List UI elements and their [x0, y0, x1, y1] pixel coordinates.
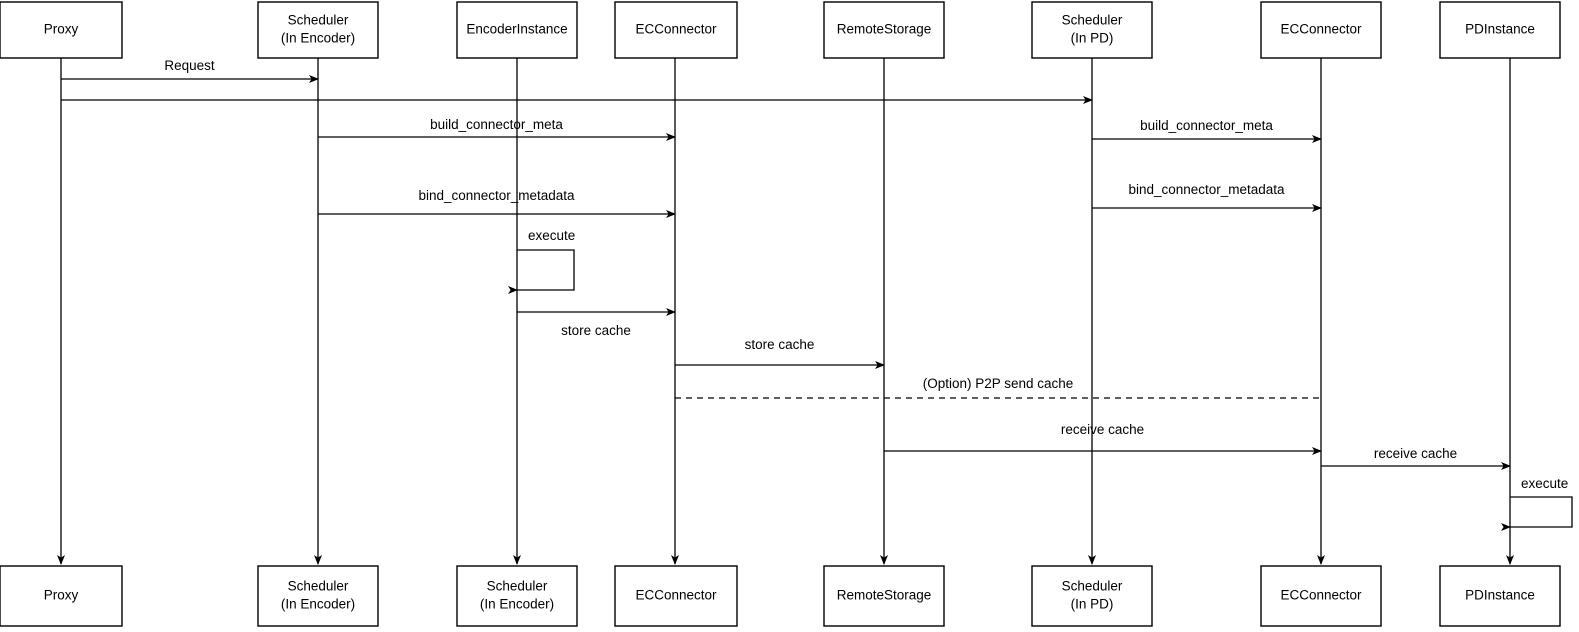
message-m10[interactable]: receive cache — [884, 422, 1322, 455]
message-label-m6: bind_connector_metadata — [1128, 182, 1285, 197]
participant-box-encoder_inst — [456, 1, 578, 59]
participant-bottom-encoder_inst[interactable]: Scheduler (In Encoder) — [456, 565, 578, 627]
self-message-path-s2 — [1501, 496, 1573, 531]
message-label-m5: bind_connector_metadata — [418, 188, 575, 203]
message-label-m4: build_connector_meta — [1140, 118, 1273, 133]
participant-bottom-proxy[interactable]: Proxy — [0, 565, 123, 627]
participant-box-ecc_pd — [1260, 1, 1382, 59]
lifelines-layer — [57, 58, 1514, 565]
message-m6[interactable]: bind_connector_metadata — [1092, 182, 1322, 212]
participant-box-pd_inst — [1439, 565, 1561, 627]
participant-box-proxy — [0, 1, 123, 59]
message-label-m9: (Option) P2P send cache — [923, 376, 1074, 391]
participant-top-ecc_enc[interactable]: ECConnector — [614, 1, 738, 59]
self-message-s2[interactable]: execute — [1501, 476, 1573, 531]
message-label-m1: Request — [164, 58, 215, 73]
participant-sublabel-sched_pd: (In PD) — [1071, 31, 1114, 46]
participant-label-remote: RemoteStorage — [837, 22, 932, 37]
message-label-m8: store cache — [745, 337, 815, 352]
participant-label-ecc_pd: ECConnector — [1280, 22, 1362, 37]
participant-box-sched_pd — [1031, 565, 1153, 627]
participant-top-sched_pd[interactable]: Scheduler (In PD) — [1031, 1, 1153, 59]
participant-label-pd_inst: PDInstance — [1465, 588, 1535, 603]
participant-label-ecc_enc: ECConnector — [635, 22, 717, 37]
participant-label-sched_enc: Scheduler — [288, 579, 349, 594]
participant-sublabel-sched_enc: (In Encoder) — [281, 31, 355, 46]
participant-box-encoder_inst — [456, 565, 578, 627]
message-m11[interactable]: receive cache — [1321, 446, 1511, 470]
participant-top-ecc_pd[interactable]: ECConnector — [1260, 1, 1382, 59]
participant-label-sched_enc: Scheduler — [288, 13, 349, 28]
participant-box-sched_pd — [1031, 1, 1153, 59]
participant-top-proxy[interactable]: Proxy — [0, 1, 123, 59]
participant-box-ecc_enc — [614, 565, 738, 627]
participant-box-pd_inst — [1439, 1, 1561, 59]
participant-box-sched_enc — [257, 1, 379, 59]
participant-bottom-remote[interactable]: RemoteStorage — [823, 565, 945, 627]
participant-box-ecc_enc — [614, 1, 738, 59]
message-label-m11: receive cache — [1374, 446, 1457, 461]
participant-box-remote — [823, 1, 945, 59]
participant-label-sched_pd: Scheduler — [1062, 13, 1123, 28]
participant-label-proxy: Proxy — [44, 588, 79, 603]
message-label-m10: receive cache — [1061, 422, 1144, 437]
participant-sublabel-sched_pd: (In PD) — [1071, 597, 1114, 612]
participant-sublabel-sched_enc: (In Encoder) — [281, 597, 355, 612]
participant-label-ecc_pd: ECConnector — [1280, 588, 1362, 603]
message-m1[interactable]: Request — [61, 58, 319, 83]
message-label-m3: build_connector_meta — [430, 117, 563, 132]
message-m3[interactable]: build_connector_meta — [318, 117, 676, 141]
participant-box-sched_enc — [257, 565, 379, 627]
self-message-s1[interactable]: execute — [508, 228, 575, 294]
participant-label-sched_pd: Scheduler — [1062, 579, 1123, 594]
participant-top-pd_inst[interactable]: PDInstance — [1439, 1, 1561, 59]
participant-bottom-pd_inst[interactable]: PDInstance — [1439, 565, 1561, 627]
participant-label-pd_inst: PDInstance — [1465, 22, 1535, 37]
participant-box-ecc_pd — [1260, 565, 1382, 627]
participant-sublabel-encoder_inst: (In Encoder) — [480, 597, 554, 612]
participant-label-ecc_enc: ECConnector — [635, 588, 717, 603]
participant-label-proxy: Proxy — [44, 22, 79, 37]
message-m9[interactable]: (Option) P2P send cache — [675, 376, 1321, 399]
participant-bottom-ecc_enc[interactable]: ECConnector — [614, 565, 738, 627]
participant-top-sched_enc[interactable]: Scheduler (In Encoder) — [257, 1, 379, 59]
participant-top-remote[interactable]: RemoteStorage — [823, 1, 945, 59]
messages-layer: Request build_connector_meta build_connect… — [61, 58, 1511, 470]
participant-box-proxy — [0, 565, 123, 627]
self-message-path-s1 — [508, 249, 575, 294]
participant-bottom-sched_pd[interactable]: Scheduler (In PD) — [1031, 565, 1153, 627]
participant-bottom-sched_enc[interactable]: Scheduler (In Encoder) — [257, 565, 379, 627]
self-messages-layer: execute execute — [508, 228, 1573, 531]
message-label-m7: store cache — [561, 323, 631, 338]
participant-bottom-ecc_pd[interactable]: ECConnector — [1260, 565, 1382, 627]
message-m7[interactable]: store cache — [517, 308, 676, 338]
message-m4[interactable]: build_connector_meta — [1092, 118, 1322, 143]
self-message-label-s1: execute — [528, 228, 575, 243]
participant-label-encoder_inst: EncoderInstance — [466, 22, 567, 37]
message-m8[interactable]: store cache — [675, 337, 885, 369]
participant-top-encoder_inst[interactable]: EncoderInstance — [456, 1, 578, 59]
self-message-label-s2: execute — [1521, 476, 1568, 491]
participant-box-remote — [823, 565, 945, 627]
participant-label-encoder_inst: Scheduler — [487, 579, 548, 594]
message-m5[interactable]: bind_connector_metadata — [318, 188, 676, 218]
participant-label-remote: RemoteStorage — [837, 588, 932, 603]
